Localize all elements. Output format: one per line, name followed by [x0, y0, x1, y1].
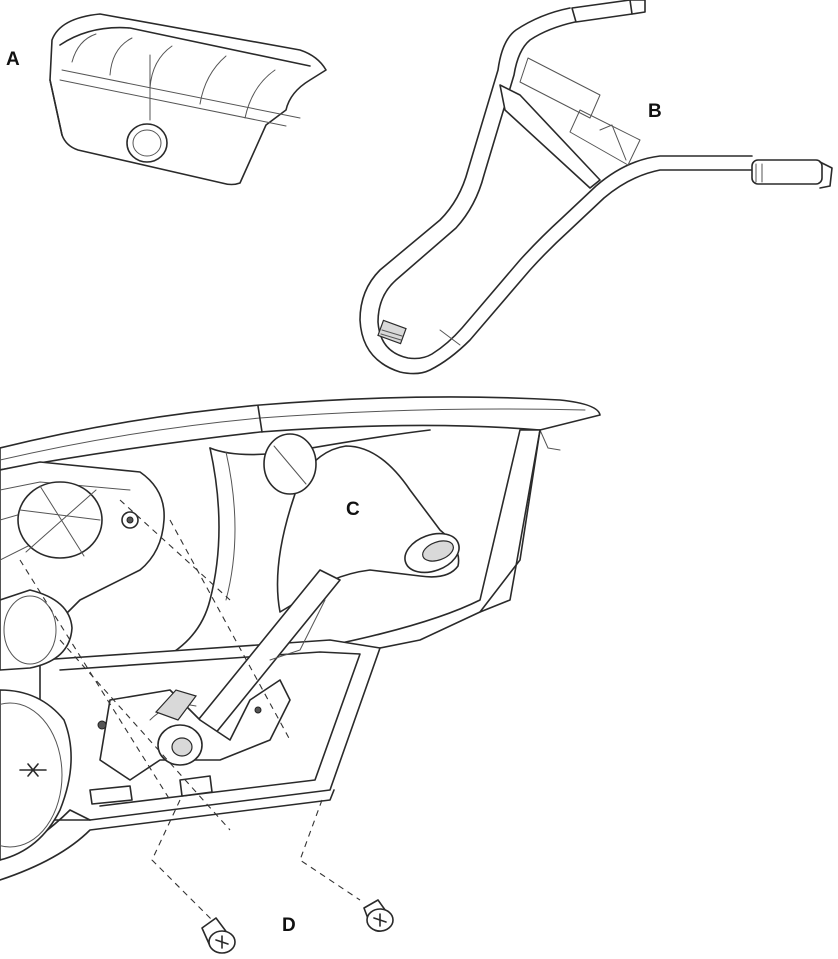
part-d-screws: [151, 799, 394, 954]
callout-label-d: D: [282, 915, 296, 936]
callout-label-c: C: [346, 499, 360, 520]
callout-label-b: B: [648, 101, 662, 122]
callout-label-a: A: [6, 49, 20, 70]
part-a-cover-shroud: [49, 13, 327, 186]
part-b-handlebar: [359, 0, 833, 375]
part-c-console-housing: [0, 396, 601, 881]
